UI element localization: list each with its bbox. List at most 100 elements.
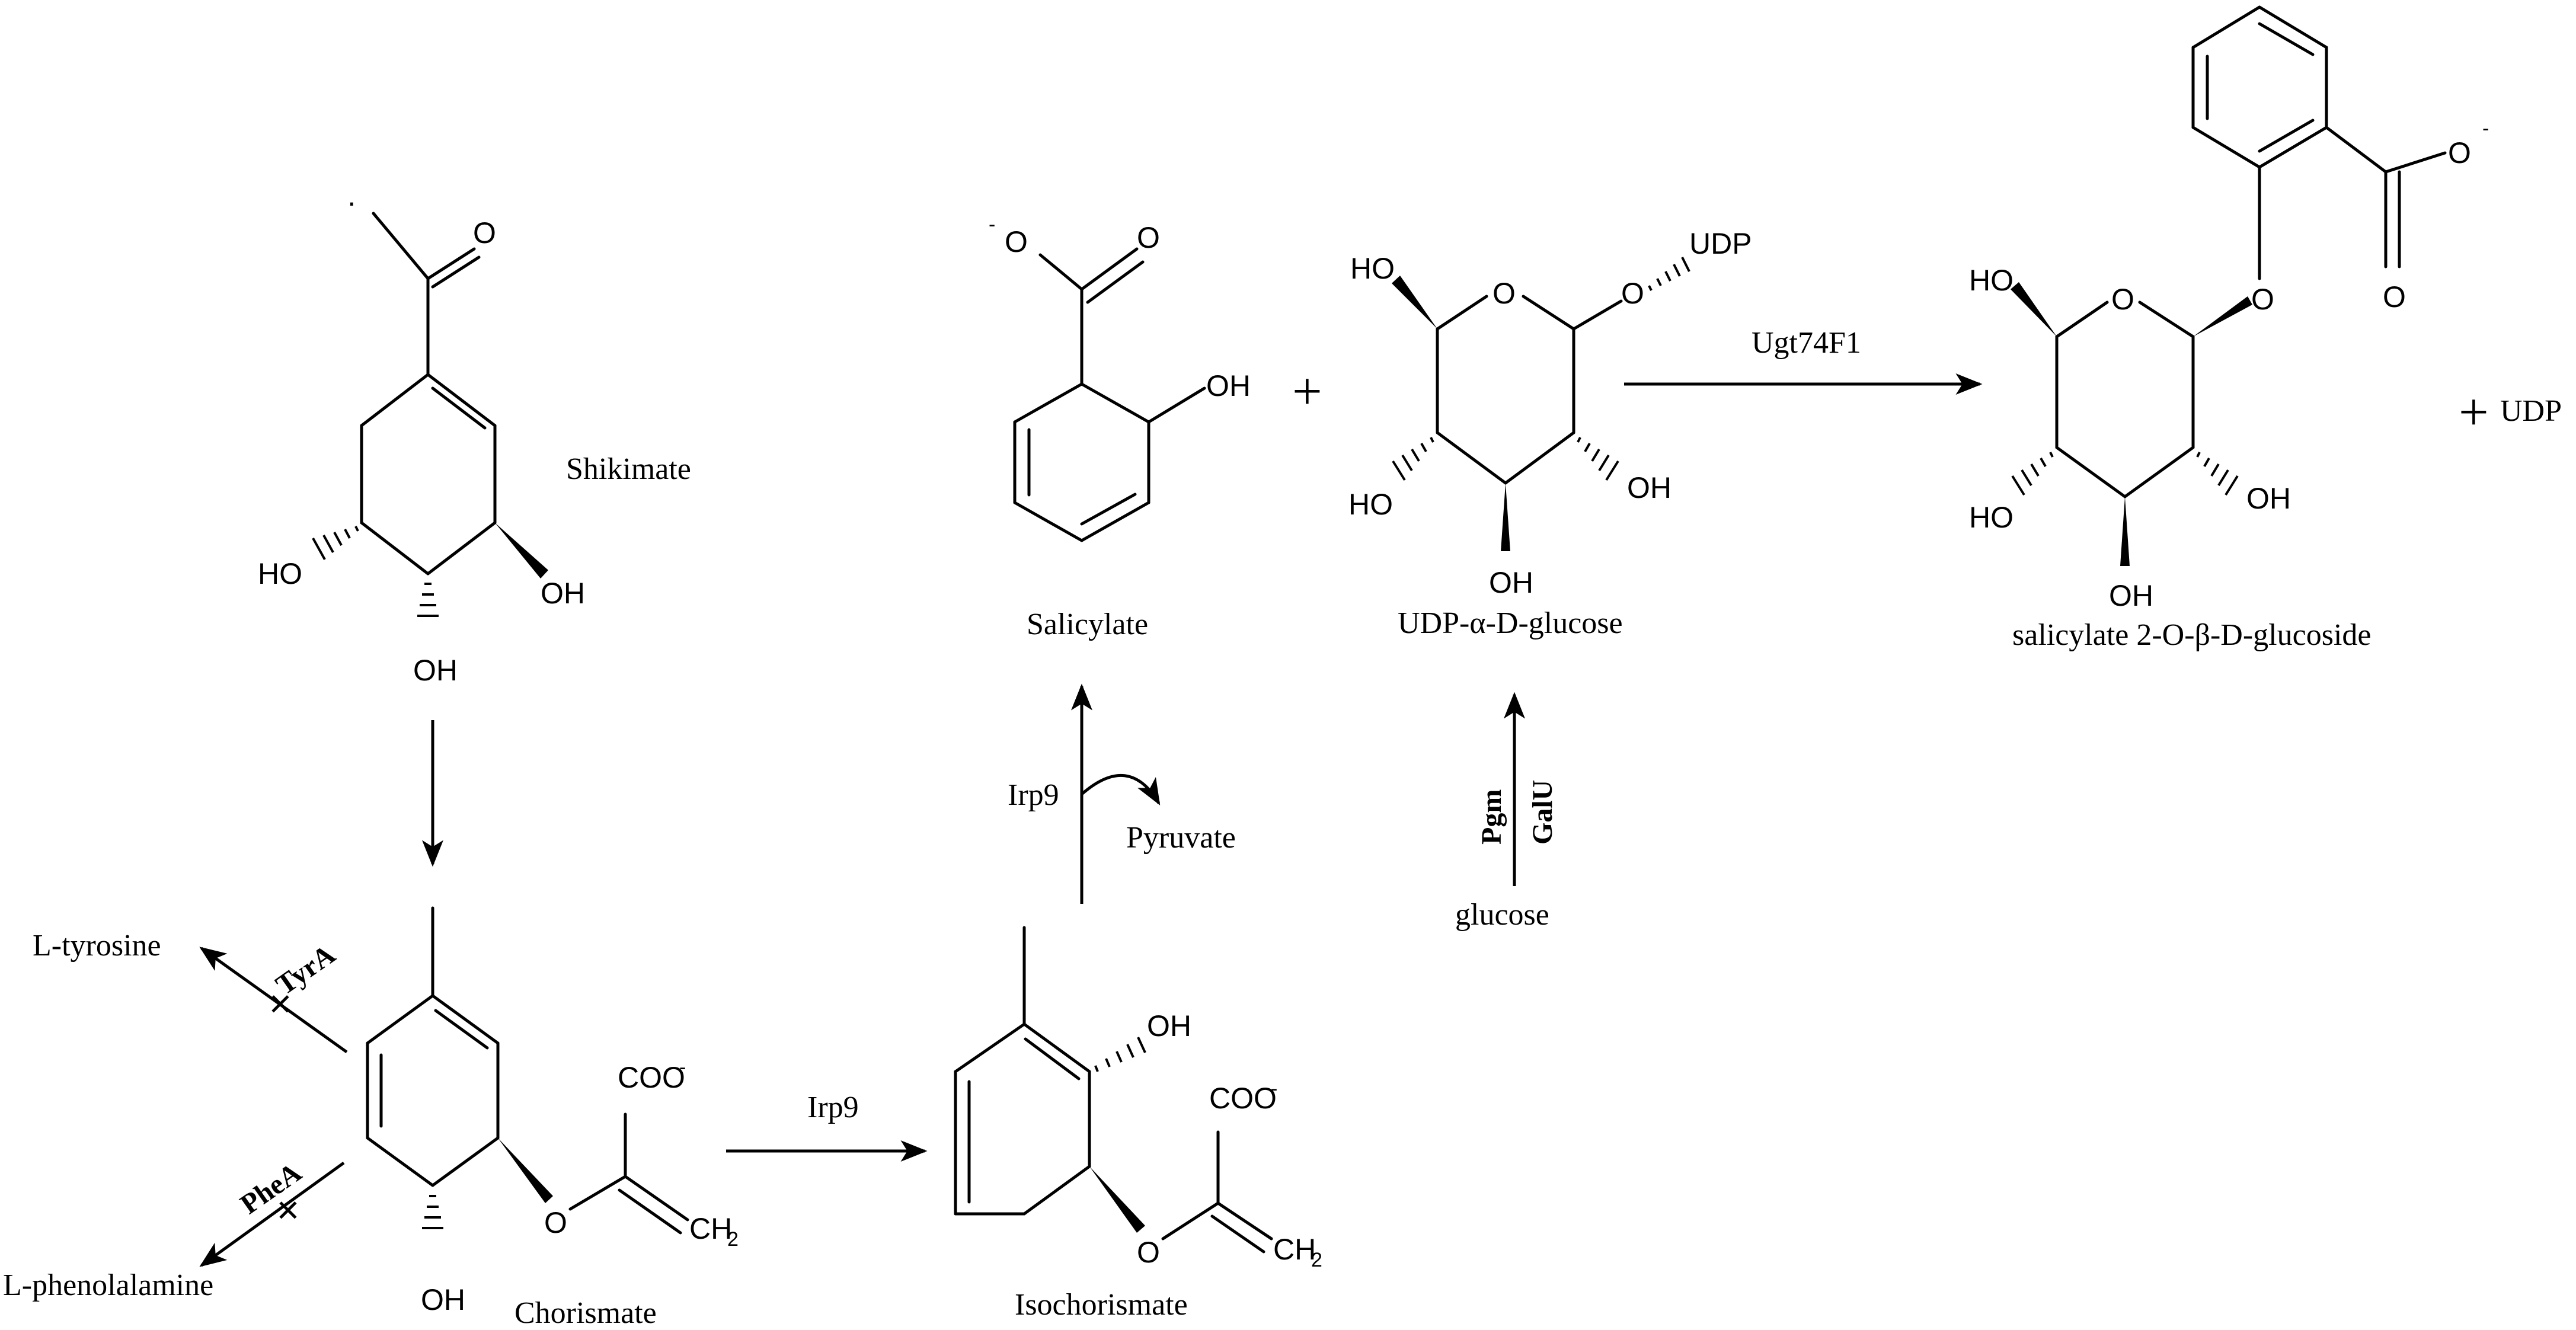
shikimate-oh-bottom: OH <box>413 654 458 687</box>
bond <box>1572 299 1623 331</box>
glucoside-oh-right: OH <box>2246 482 2291 515</box>
isochorismate-coo-charge: - <box>1271 1078 1277 1100</box>
plus-sign-2: + <box>2459 383 2489 442</box>
salicylate-charge: - <box>989 213 995 236</box>
bond <box>1080 493 1137 526</box>
bond <box>360 373 430 427</box>
bond <box>1038 253 1084 291</box>
hash-bond <box>1392 437 1434 481</box>
bond <box>360 521 430 576</box>
wedge-bond <box>1501 483 1510 551</box>
wedge-bond <box>498 1138 553 1203</box>
l-tyrosine-label: L-tyrosine <box>33 929 161 963</box>
salicylate-carbonyl-o: O <box>1137 221 1160 254</box>
udp-glucose-ho-top: HO <box>1350 252 1395 285</box>
irp9-enzyme-label-2: Irp9 <box>1008 778 1059 812</box>
shikimate-oh-right: OH <box>541 577 585 610</box>
bond <box>1436 295 1488 331</box>
bond <box>1436 431 1507 485</box>
bond <box>366 994 434 1045</box>
chorismate-ch2: CH <box>689 1212 732 1245</box>
bond <box>1080 247 1139 291</box>
bond <box>1013 382 1084 424</box>
isochorismate-ch2-sub: 2 <box>1311 1249 1322 1271</box>
bond <box>1147 386 1206 424</box>
salicylate-glucoside-structure: O - O O O HO HO OH OH <box>1969 5 2489 612</box>
udp-glucose-ring-o: O <box>1492 277 1516 310</box>
udp-glucose-oh-right: OH <box>1627 471 1671 504</box>
l-phenylalanine-label: L-phenolalamine <box>3 1268 213 1302</box>
bond <box>2055 300 2109 338</box>
bond <box>1216 1201 1273 1241</box>
bond <box>434 1009 489 1050</box>
chorismate-structure: O COO - CH 2 OH <box>366 906 739 1316</box>
glucoside-ho-top: HO <box>1969 264 2014 297</box>
wedge-bond <box>2011 282 2057 337</box>
hash-bond <box>1094 1037 1146 1072</box>
bond <box>1086 260 1145 304</box>
shikimate-label: Shikimate <box>566 452 691 486</box>
udp-glucose-anomeric-o: O <box>1621 277 1644 310</box>
bond <box>366 1136 434 1187</box>
hash-bond <box>2196 452 2239 496</box>
chorismate-coo-charge: - <box>679 1056 686 1079</box>
bond <box>2258 5 2328 49</box>
bond <box>2123 446 2195 498</box>
shikimate-carbonyl-o: O <box>473 216 496 250</box>
shikimate-structure: · O OH HO OH <box>258 186 585 687</box>
shikimate-radical-dot: · <box>347 186 357 219</box>
arrow-chorismate-to-tyrosine <box>199 947 348 1054</box>
bond <box>954 1022 1026 1073</box>
isochorismate-label: Isochorismate <box>1015 1288 1188 1322</box>
udp-glucose-udp: UDP <box>1689 227 1752 260</box>
hash-bond <box>1577 437 1619 481</box>
hash-bond <box>2011 452 2054 496</box>
glucoside-ring-o: O <box>2111 283 2134 316</box>
ugt74f1-enzyme-label: Ugt74F1 <box>1752 326 1861 360</box>
bond <box>1504 431 1575 485</box>
bond <box>431 1136 500 1187</box>
wedge-bond <box>495 523 548 578</box>
bond <box>426 247 476 280</box>
shikimate-ho-left: HO <box>258 557 302 590</box>
bond <box>1080 501 1150 542</box>
bond <box>431 994 500 1045</box>
wedge-bond <box>1392 276 1437 329</box>
chorismate-label: Chorismate <box>514 1296 657 1330</box>
bond <box>426 521 497 576</box>
wedge-bond <box>1089 1166 1145 1233</box>
plus-sign-1: + <box>1292 362 1322 421</box>
bond <box>2191 5 2261 49</box>
bond <box>2191 126 2261 169</box>
salicylate-oh: OH <box>1206 369 1251 402</box>
udp-glucose-oh-bottom: OH <box>1489 566 1533 599</box>
isochorismate-ch2: CH <box>1273 1233 1316 1266</box>
hash-bond <box>417 583 439 617</box>
udp-glucose-structure: O HO O UDP HO OH OH <box>1348 227 1752 599</box>
bond <box>426 373 497 427</box>
chorismate-ch2-sub: 2 <box>727 1228 739 1251</box>
glucoside-ho-left: HO <box>1969 501 2014 534</box>
bond <box>1024 1037 1081 1080</box>
arrow-chorismate-to-phenylalanine <box>199 1161 345 1267</box>
bond <box>618 1188 682 1235</box>
glucose-label: glucose <box>1455 898 1549 932</box>
bond <box>431 386 487 430</box>
isochorismate-coo: COO <box>1209 1082 1277 1115</box>
bond <box>624 1175 689 1222</box>
bond <box>1013 501 1084 542</box>
glucoside-linkage-o: O <box>2251 283 2274 316</box>
pgm-enzyme-label: Pgm <box>1476 789 1507 845</box>
irp9-enzyme-label-1: Irp9 <box>807 1091 859 1124</box>
bond <box>431 255 481 289</box>
bond <box>2325 126 2388 174</box>
udp-product-label: UDP <box>2500 394 2562 428</box>
udp-glucose-ho-left: HO <box>1348 488 1393 521</box>
bond <box>372 212 430 280</box>
bond <box>1161 1201 1220 1241</box>
glucoside-carbonyl-o: O <box>2383 280 2406 314</box>
pyruvate-release-arrow <box>1081 773 1161 805</box>
chorismate-ether-o: O <box>544 1206 567 1239</box>
bond <box>2258 119 2315 153</box>
